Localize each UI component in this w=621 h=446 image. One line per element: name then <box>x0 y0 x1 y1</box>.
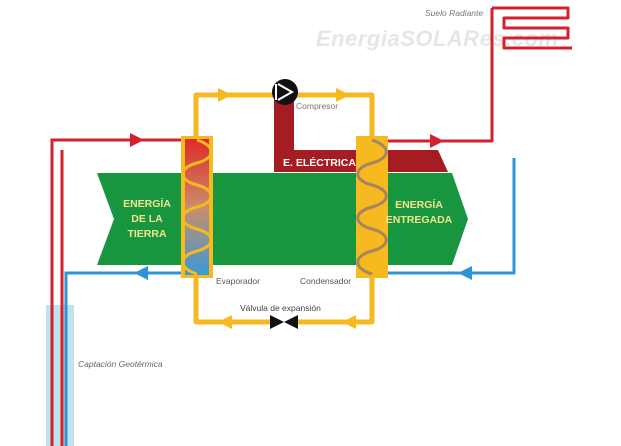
arrow-left-icon <box>458 266 472 280</box>
compressor-label: Compresor <box>296 101 338 111</box>
arrow-right-icon <box>430 134 444 148</box>
svg-text:ENTREGADA: ENTREGADA <box>386 214 453 226</box>
compressor <box>272 79 298 105</box>
refrigerant-arrows <box>218 88 356 329</box>
earth-energy-label: ENERGÍA DE LA TIERRA <box>123 197 171 240</box>
evaporator <box>181 136 213 278</box>
floor-heating-loop <box>388 6 572 275</box>
electric-riser <box>274 98 294 158</box>
refrigerant-loop <box>193 92 375 325</box>
svg-text:ENERGÍA: ENERGÍA <box>123 197 171 210</box>
arrow-right-icon <box>336 88 350 102</box>
geothermal-capture-label: Captación Geotérmica <box>78 359 163 369</box>
condenser-label: Condensador <box>300 276 351 286</box>
svg-text:DE LA: DE LA <box>131 213 163 225</box>
arrow-right-icon <box>218 88 232 102</box>
svg-text:ENERGÍA: ENERGÍA <box>395 198 443 211</box>
evaporator-label: Evaporador <box>216 276 260 286</box>
arrow-left-icon <box>218 315 232 329</box>
condenser <box>356 136 388 278</box>
arrow-left-icon <box>134 266 148 280</box>
arrow-right-icon <box>130 133 144 147</box>
geothermal-probe <box>46 305 74 446</box>
electric-energy-label: E. ELÉCTRICA <box>283 156 356 169</box>
expansion-valve-label: Válvula de expansión <box>240 303 321 313</box>
delivered-energy-label: ENERGÍA ENTREGADA <box>386 198 453 226</box>
arrow-left-icon <box>342 315 356 329</box>
expansion-valve <box>270 315 298 329</box>
svg-text:TIERRA: TIERRA <box>127 228 167 240</box>
floor-heating-label: Suelo Radiante <box>425 8 483 18</box>
